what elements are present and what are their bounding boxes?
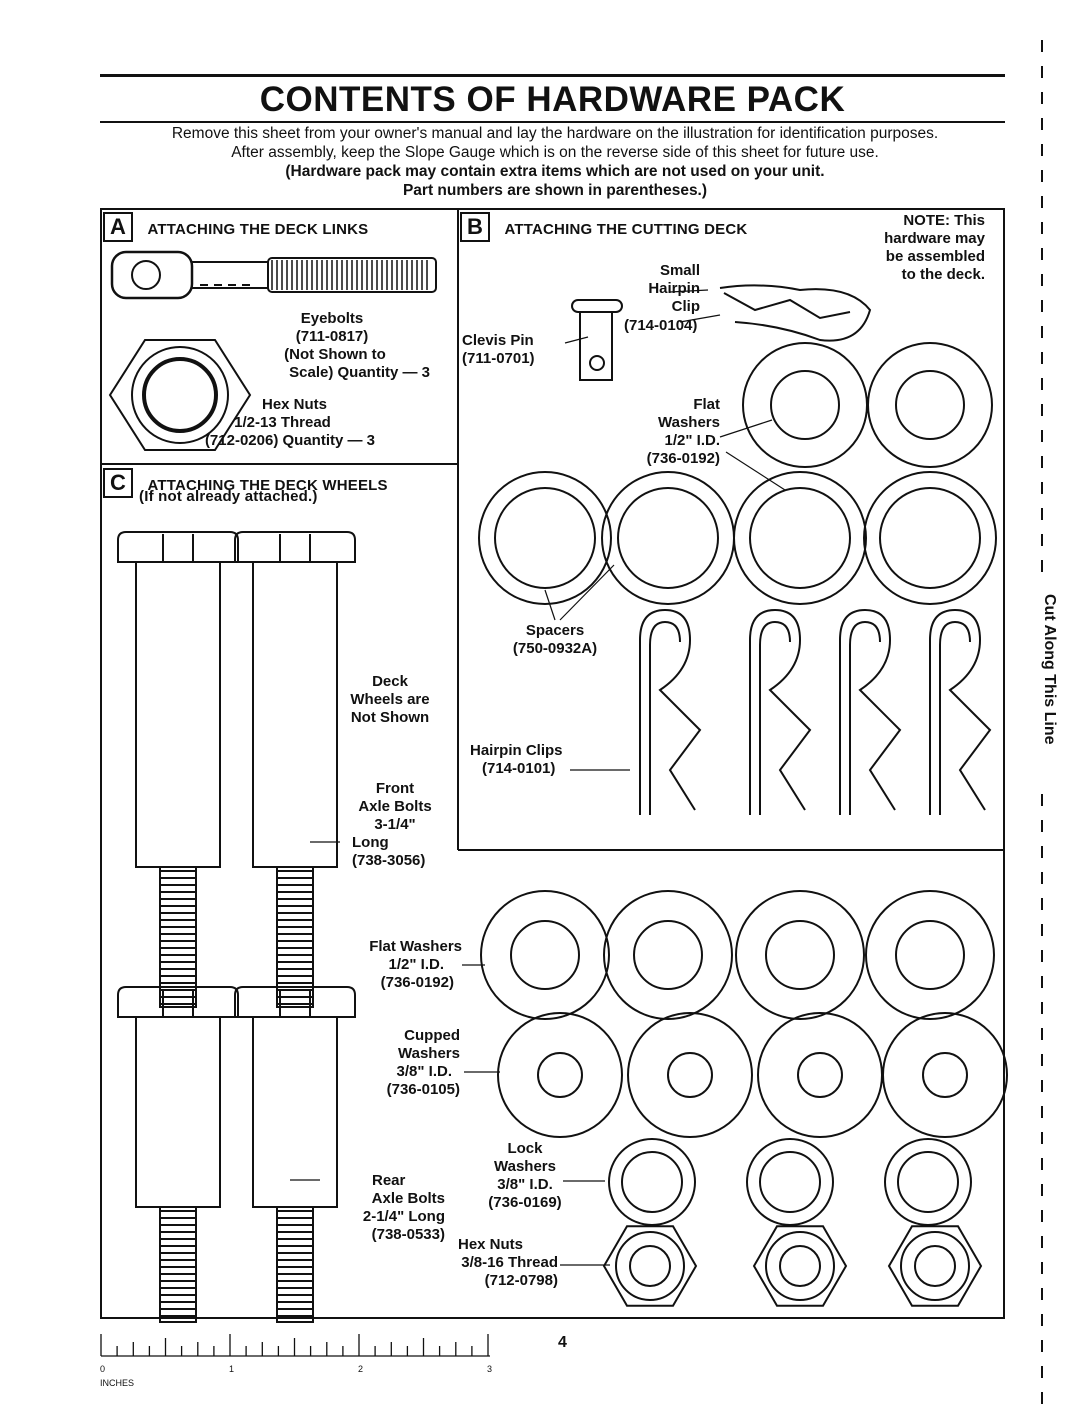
small-hairpin-part: (714-0104) <box>624 317 698 334</box>
page-number: 4 <box>558 1334 567 1351</box>
hairpin-clip-icon <box>639 608 702 815</box>
ruler-1: 1 <box>229 1364 235 1374</box>
hexnuts-label: Hex Nuts <box>262 396 328 413</box>
intro-text: Remove this sheet from your owner's manu… <box>100 124 1010 200</box>
lock-washer-icon <box>608 1138 696 1226</box>
ruler-unit: INCHES <box>100 1378 135 1388</box>
lock-washer-icon <box>746 1138 834 1226</box>
spacer-icon <box>733 471 867 605</box>
intro-line-3: (Hardware pack may contain extra items w… <box>285 163 825 180</box>
hex-nut-group <box>602 1225 983 1307</box>
spacer-icon <box>478 471 612 605</box>
section-c-title: ATTACHING THE DECK WHEELS <box>147 477 388 494</box>
leader-lines <box>290 289 786 1266</box>
section-b-letter: B <box>460 212 490 242</box>
cupped-washer-icon <box>627 1012 753 1138</box>
section-c-subtitle: (If not already attached.) <box>139 488 318 505</box>
cupped-washer-icon <box>757 1012 883 1138</box>
intro-line-1: Remove this sheet from your owner's manu… <box>171 125 939 142</box>
flat-washer-icon <box>480 890 610 1020</box>
inch-ruler <box>100 1334 490 1357</box>
hairpin-clip-group <box>639 608 992 815</box>
hex-nut-icon <box>602 1225 698 1307</box>
clevis-pin-icon <box>571 299 623 381</box>
eyebolt-threads <box>271 260 428 290</box>
section-c-letter: C <box>103 468 133 498</box>
section-a-frame <box>100 208 459 465</box>
front-axle-long: Long (738-3056) <box>352 834 426 869</box>
section-a-title: ATTACHING THE DECK LINKS <box>147 221 369 238</box>
flat-washer-icon <box>735 890 865 1020</box>
section-b-title: ATTACHING THE CUTTING DECK <box>504 221 748 238</box>
axle-bolt-icon <box>234 531 356 1008</box>
flat-washer-icon <box>603 890 733 1020</box>
axle-bolt-icon <box>234 986 356 1323</box>
outer-frame <box>100 208 1005 1319</box>
hex-nut-large-icon <box>108 339 252 451</box>
intro-line-4: Part numbers are shown in parentheses.) <box>402 182 708 199</box>
page-title: CONTENTS OF HARDWARE PACK <box>100 74 1005 123</box>
eyebolts-label: Eyebolts(711-0817) <box>295 310 369 345</box>
washer-group <box>478 342 1008 1226</box>
eyebolts-note: (Not Shown to Scale) Quantity — 3 <box>284 346 430 381</box>
flat-washer-icon <box>865 890 995 1020</box>
hex-nuts-c-label: Hex Nuts 3/8-16 Thread (712-0798) <box>458 1236 558 1289</box>
eyebolt-icon <box>110 250 437 300</box>
section-b-header: B ATTACHING THE CUTTING DECK <box>460 212 747 242</box>
hex-nut-icon <box>752 1225 848 1307</box>
axle-bolt-group <box>117 531 356 1323</box>
section-c-header: C ATTACHING THE DECK WHEELS <box>103 468 388 498</box>
axle-bolt-icon <box>117 531 239 1008</box>
hairpin-clip-icon <box>749 608 812 815</box>
hairpin-clip-icon <box>929 608 992 815</box>
clevis-pin-label: Clevis Pin(711-0701) <box>462 332 535 367</box>
hairpin-clip-icon <box>839 608 902 815</box>
hairpin-clips-label: Hairpin Clips (714-0101) <box>470 742 563 777</box>
flat-washer-icon <box>742 342 868 468</box>
ruler-3: 3 <box>487 1364 493 1374</box>
ruler-2: 2 <box>358 1364 364 1374</box>
cut-line-label: Cut Along This Line <box>1041 594 1058 745</box>
section-a-header: A ATTACHING THE DECK LINKS <box>103 212 368 242</box>
spacers-label: Spacers(750-0932A) <box>512 622 598 657</box>
section-a-letter: A <box>103 212 133 242</box>
small-hairpin-clip-icon <box>719 284 872 342</box>
flat-washer-icon <box>867 342 993 468</box>
lock-washer-icon <box>884 1138 972 1226</box>
cupped-washer-icon <box>882 1012 1008 1138</box>
cupped-washer-icon <box>497 1012 623 1138</box>
hex-nut-icon <box>887 1225 983 1307</box>
spacer-icon <box>601 471 735 605</box>
hexnuts-thread: 1/2-13 Thread (712-0206) Quantity — 3 <box>204 414 375 449</box>
intro-line-2: After assembly, keep the Slope Gauge whi… <box>231 144 879 161</box>
spacer-icon <box>863 471 997 605</box>
axle-bolt-icon <box>117 986 239 1323</box>
ruler-0: 0 <box>100 1364 106 1374</box>
